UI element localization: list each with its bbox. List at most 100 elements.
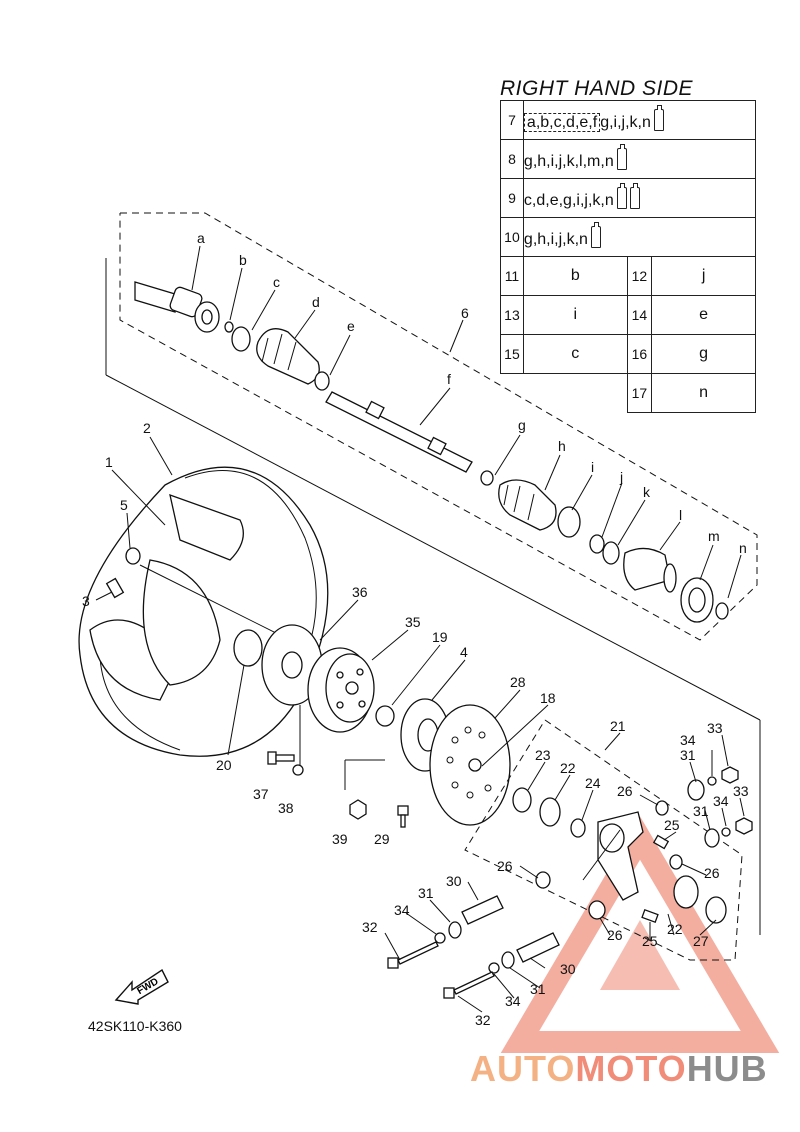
callout-a: a	[197, 230, 205, 246]
kit-number: 9	[500, 178, 524, 218]
part-letter: i	[522, 295, 628, 335]
legend-title: RIGHT HAND SIDE	[500, 77, 694, 100]
grease-tube-icon	[590, 221, 601, 248]
collar-30b	[516, 932, 560, 963]
seal-23	[512, 787, 532, 813]
callout-n20: 20	[216, 757, 232, 773]
callout-n32b: 32	[475, 1012, 491, 1028]
callout-n34a: 34	[680, 732, 696, 748]
callout-n33b: 33	[733, 783, 749, 799]
callout-n23: 23	[535, 747, 551, 763]
part-number: 15	[500, 334, 524, 374]
cv-joint-l	[623, 547, 677, 593]
boot-d	[256, 328, 320, 385]
kit-dashed-group: a,b,c,d,e,f	[523, 112, 601, 132]
valve-3	[105, 577, 125, 599]
washer-34a	[707, 776, 717, 786]
callout-f: f	[447, 371, 451, 387]
grease-tube-icon	[616, 182, 627, 209]
nipple-25b	[641, 909, 659, 923]
watermark-moto: MOTO	[575, 1048, 687, 1089]
callout-m: m	[708, 528, 720, 544]
part-number: 12	[626, 256, 653, 296]
part-letter	[523, 374, 627, 413]
bearing-20	[233, 629, 263, 667]
callout-n34d: 34	[505, 993, 521, 1009]
boot-h	[498, 479, 557, 531]
callout-n22a: 22	[560, 760, 576, 776]
diagram-code: 42SK110-K360	[88, 1018, 182, 1034]
callout-d: d	[312, 294, 320, 310]
grease-tube-icon	[653, 104, 664, 131]
callout-n34b: 34	[713, 793, 729, 809]
callout-n28: 28	[510, 674, 526, 690]
callout-n5: 5	[120, 497, 128, 513]
callout-n31a: 31	[680, 747, 696, 763]
callout-n6: 6	[461, 305, 469, 321]
kit-contents: g,h,i,j,k,l,m,n	[522, 139, 757, 179]
kit-contents: c,d,e,g,i,j,k,n	[522, 178, 757, 218]
bearing-22	[539, 797, 561, 827]
callout-b: b	[239, 252, 247, 268]
callout-n29: 29	[374, 831, 390, 847]
kit-parts: g,h,i,j,k,l,m,n	[523, 152, 614, 170]
callout-n31c: 31	[418, 885, 434, 901]
kit-number: 7	[500, 100, 524, 140]
callout-j: j	[619, 469, 623, 485]
callout-n25b: 25	[642, 933, 658, 949]
nut-33b	[735, 817, 753, 835]
shaft-kit-outline	[119, 212, 758, 641]
callout-n21: 21	[610, 718, 626, 734]
bush-26b	[669, 854, 683, 870]
watermark-triangle-icon	[500, 816, 780, 1053]
nut-33a	[721, 766, 739, 784]
callout-n35: 35	[405, 614, 421, 630]
seal-27	[705, 896, 727, 924]
part-number: 16	[626, 334, 653, 374]
callout-n30a: 30	[446, 873, 462, 889]
callout-n27: 27	[693, 933, 709, 949]
knuckle	[597, 811, 644, 901]
washer-19	[375, 705, 395, 727]
callout-n38: 38	[278, 800, 294, 816]
bolt-29	[397, 805, 409, 828]
washer-34c	[434, 932, 446, 944]
callout-n33a: 33	[707, 720, 723, 736]
callout-n34c: 34	[394, 902, 410, 918]
seal-31b	[704, 828, 720, 848]
bush-26d	[588, 900, 606, 920]
callout-l: l	[679, 507, 682, 523]
callout-k: k	[643, 484, 651, 500]
wheel-1	[89, 493, 244, 701]
grease-tube-icon	[616, 143, 627, 170]
callout-c: c	[273, 274, 280, 290]
callout-n25a: 25	[664, 817, 680, 833]
part-number: 11	[500, 256, 524, 296]
watermark-auto: AUTO	[470, 1048, 576, 1089]
seal-31a	[687, 779, 705, 801]
washer-38	[292, 764, 304, 776]
fwd-arrow: FWD	[112, 960, 172, 1015]
callout-n4: 4	[460, 644, 468, 660]
part-number: 13	[500, 295, 524, 335]
shaft-f	[325, 391, 473, 473]
callout-n39: 39	[332, 831, 348, 847]
callout-n26c: 26	[497, 858, 513, 874]
part-letter: c	[522, 334, 628, 374]
part-letter: n	[651, 373, 756, 413]
callout-n37: 37	[253, 786, 269, 802]
bolt-37	[267, 751, 295, 765]
callout-n1: 1	[105, 454, 113, 470]
band-e	[314, 371, 330, 391]
callout-n2: 2	[143, 420, 151, 436]
callout-g: g	[518, 417, 526, 433]
brake-disc-28	[429, 704, 511, 826]
callout-labels: a b c d e 6 f g h i j k l m n 2 1 5 3 36…	[82, 230, 749, 1028]
